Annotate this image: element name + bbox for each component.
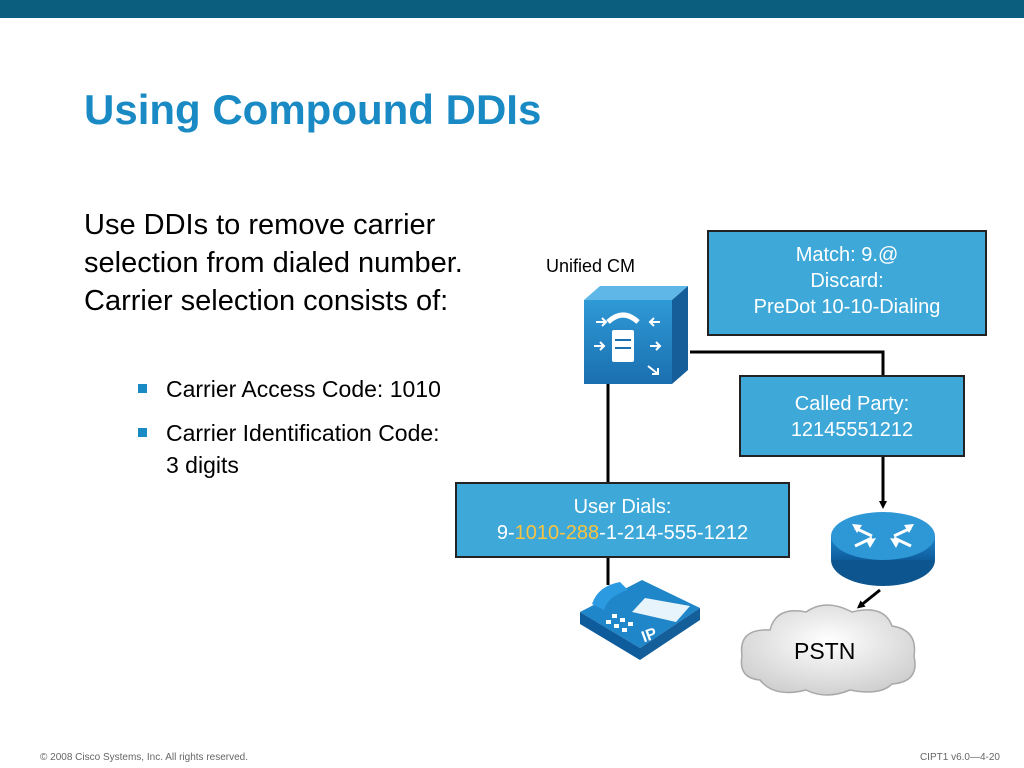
cloud-icon: [740, 604, 916, 696]
footer-copyright: © 2008 Cisco Systems, Inc. All rights re…: [40, 752, 249, 763]
called-party-number: 12145551212: [790, 419, 914, 441]
user-dials-box: User Dials: 9-1010-288-1-214-555-1212: [455, 482, 790, 558]
dialed-number: 9-1010-288-1-214-555-1212: [457, 520, 788, 546]
match-line: Match: 9.@: [795, 244, 899, 266]
call-manager-icon: [584, 286, 688, 384]
router-icon: [831, 512, 935, 586]
body-paragraph: Use DDIs to remove carrier selection fro…: [84, 209, 463, 317]
bullet-square-icon: [138, 428, 147, 437]
bullet-text: Carrier Identification Code: 3 digits: [166, 420, 440, 478]
unified-cm-label: Unified CM: [546, 256, 636, 276]
bullet-list: Carrier Access Code: 1010 Carrier Identi…: [138, 373, 458, 493]
match-discard-box: Match: 9.@ Discard: PreDot 10-10-Dialing: [707, 230, 987, 336]
bullet-item: Carrier Identification Code: 3 digits: [138, 417, 458, 481]
called-party-heading: Called Party:: [794, 393, 910, 415]
pstn-label: PSTN: [794, 638, 856, 664]
user-dials-heading: User Dials:: [573, 496, 672, 518]
ip-phone-icon: IP: [580, 580, 700, 660]
top-bar: [0, 0, 1024, 18]
dialed-prefix: 9-: [496, 522, 515, 544]
footer-course-id: CIPT1 v6.0—4-20: [919, 752, 1000, 763]
dialed-suffix: -1-214-555-1212: [599, 522, 749, 544]
phone-badge-text: IP: [639, 625, 659, 646]
discard-rule-line: PreDot 10-10-Dialing: [753, 296, 941, 318]
bullet-item: Carrier Access Code: 1010: [138, 373, 458, 405]
called-party-box: Called Party: 12145551212: [739, 375, 965, 457]
bullet-text: Carrier Access Code: 1010: [166, 376, 441, 402]
dialed-carrier-code: 1010-288: [514, 522, 600, 544]
slide-title: Using Compound DDIs: [84, 86, 542, 133]
discard-line: Discard:: [810, 270, 884, 292]
bullet-square-icon: [138, 384, 147, 393]
